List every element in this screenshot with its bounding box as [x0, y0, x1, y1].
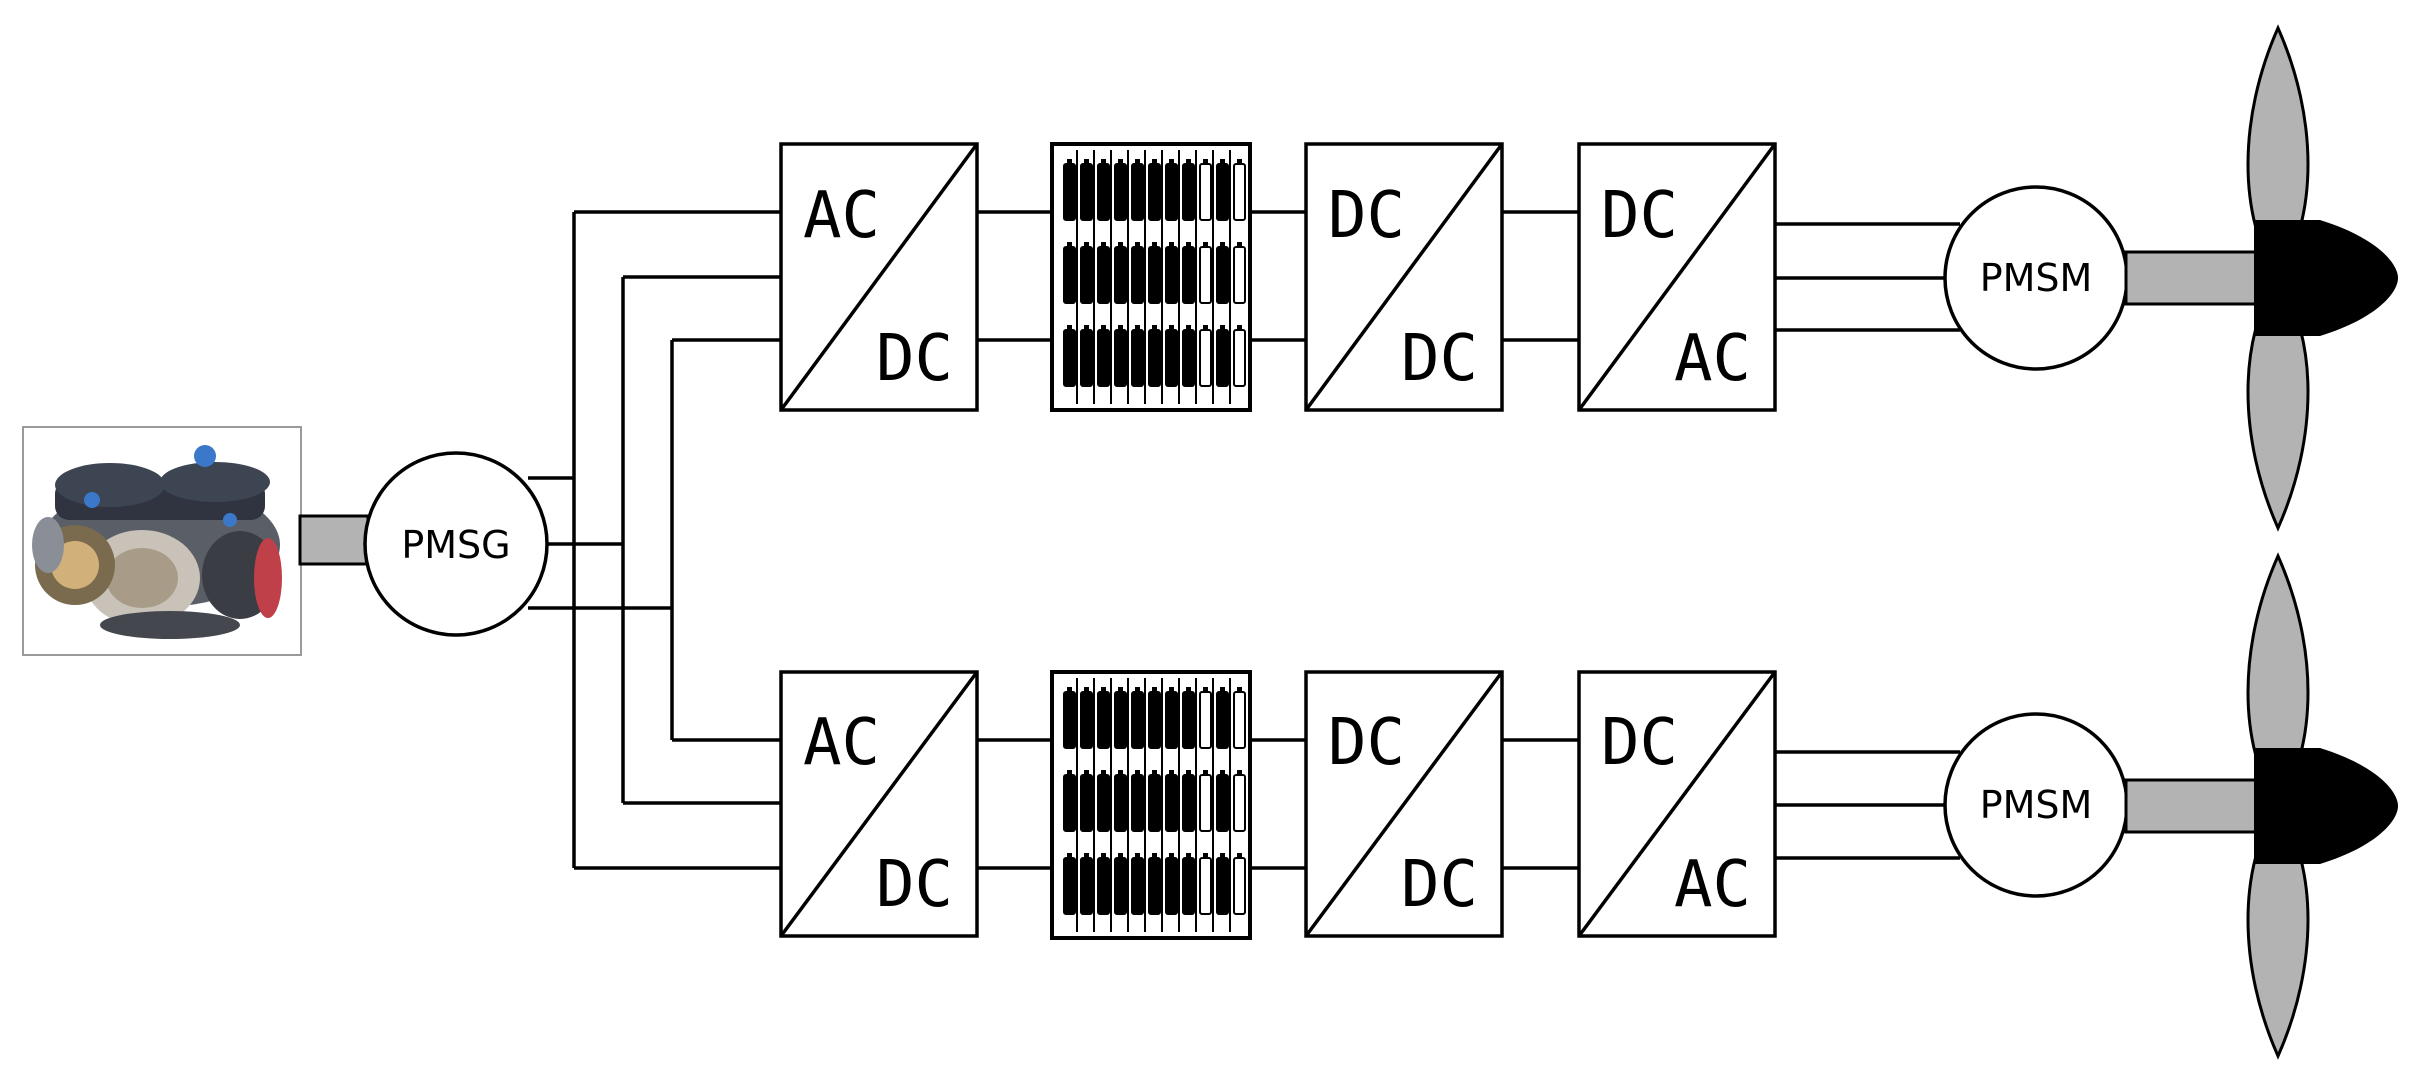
engine-icon: [22, 426, 302, 656]
motor-top: PMSM: [1943, 185, 2129, 371]
dcdc-bottom-in-label: DC: [1328, 706, 1405, 780]
motor-top-label: PMSM: [1980, 256, 2093, 300]
propulsion-chain-top: AC DC DC DC DC AC: [779, 24, 2398, 532]
inverter-top-in-label: DC: [1601, 179, 1678, 253]
dcdc-top-out-label: DC: [1401, 322, 1478, 396]
dcdc-bottom-out-label: DC: [1401, 848, 1478, 922]
rectifier-top-out-label: DC: [876, 322, 953, 396]
propeller-icon: [2246, 24, 2398, 532]
rectifier-top-in-label: AC: [803, 179, 880, 253]
inverter-bottom-out-label: AC: [1674, 848, 1751, 922]
motor-shaft-bottom: [2124, 778, 2260, 834]
battery-pack-icon: [1050, 142, 1252, 412]
rectifier-bottom-in-label: AC: [803, 706, 880, 780]
dcdc-converter-top: DC DC: [1304, 142, 1504, 412]
inverter-bottom: DC AC: [1577, 670, 1777, 938]
rectifier-top: AC DC: [779, 142, 979, 412]
propulsion-chain-bottom: AC DC DC DC DC AC PMSM: [779, 552, 2398, 1060]
dcdc-top-in-label: DC: [1328, 179, 1405, 253]
rectifier-bottom-out-label: DC: [876, 848, 953, 922]
motor-bottom: PMSM: [1943, 712, 2129, 898]
rectifier-bottom: AC DC: [779, 670, 979, 938]
engine-shaft: [298, 514, 370, 566]
inverter-top: DC AC: [1577, 142, 1777, 412]
battery-pack-icon: [1050, 670, 1252, 940]
propeller-icon: [2246, 552, 2398, 1060]
generator: PMSG: [363, 451, 549, 637]
inverter-bottom-in-label: DC: [1601, 706, 1678, 780]
dcdc-converter-bottom: DC DC: [1304, 670, 1504, 938]
generator-label: PMSG: [401, 523, 510, 567]
motor-bottom-label: PMSM: [1980, 783, 2093, 827]
inverter-top-out-label: AC: [1674, 322, 1751, 396]
three-phase-bus: [528, 210, 781, 870]
motor-shaft-top: [2124, 250, 2260, 306]
